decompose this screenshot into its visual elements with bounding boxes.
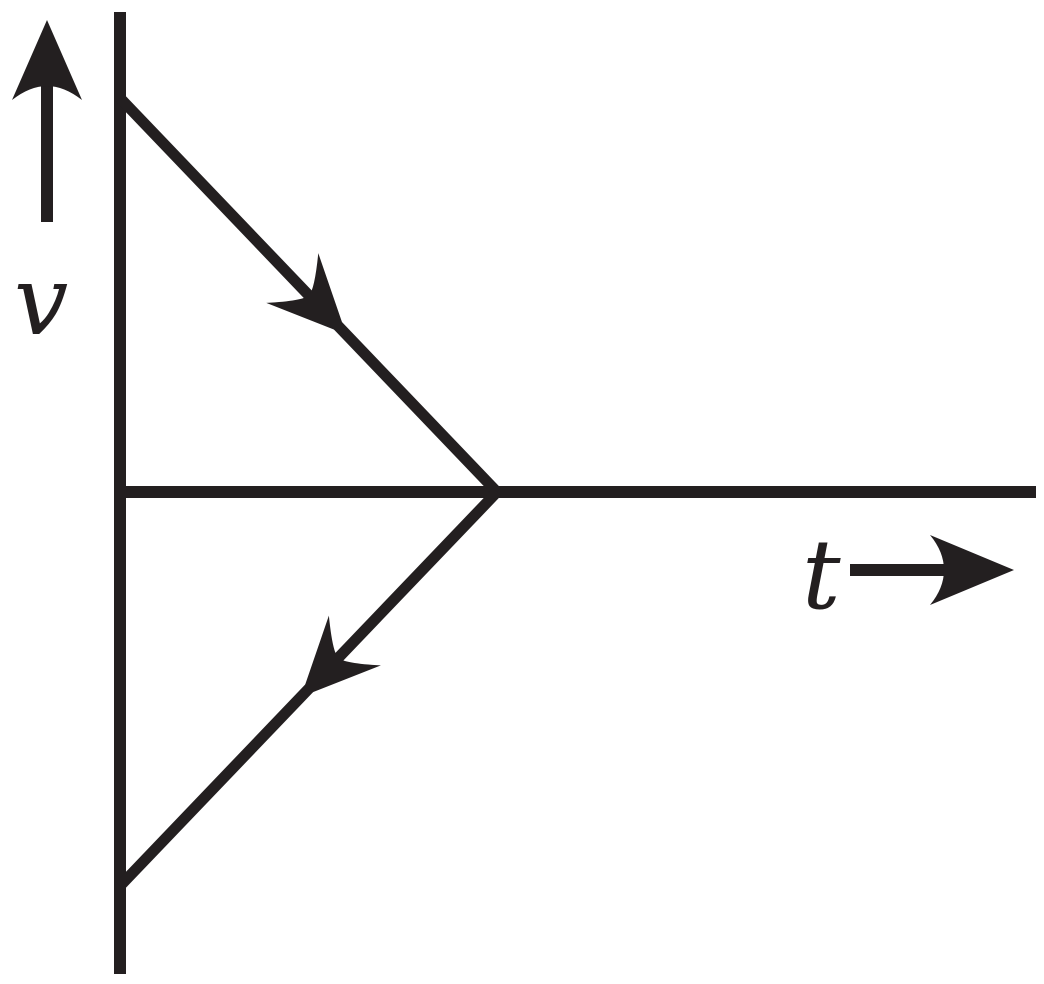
axis-indicators: v t	[12, 20, 1014, 631]
series-0-direction-arrow-0-icon	[266, 253, 347, 335]
y-axis-label: v	[14, 245, 68, 357]
axes	[114, 12, 1036, 974]
series-0-segment-0	[116, 94, 501, 496]
t-direction-arrow-icon	[930, 535, 1014, 605]
series-0-direction-arrow-1-icon	[300, 615, 381, 697]
series-layer	[116, 94, 501, 890]
x-axis-label: t	[802, 519, 841, 631]
v-direction-arrow-icon	[12, 20, 82, 100]
